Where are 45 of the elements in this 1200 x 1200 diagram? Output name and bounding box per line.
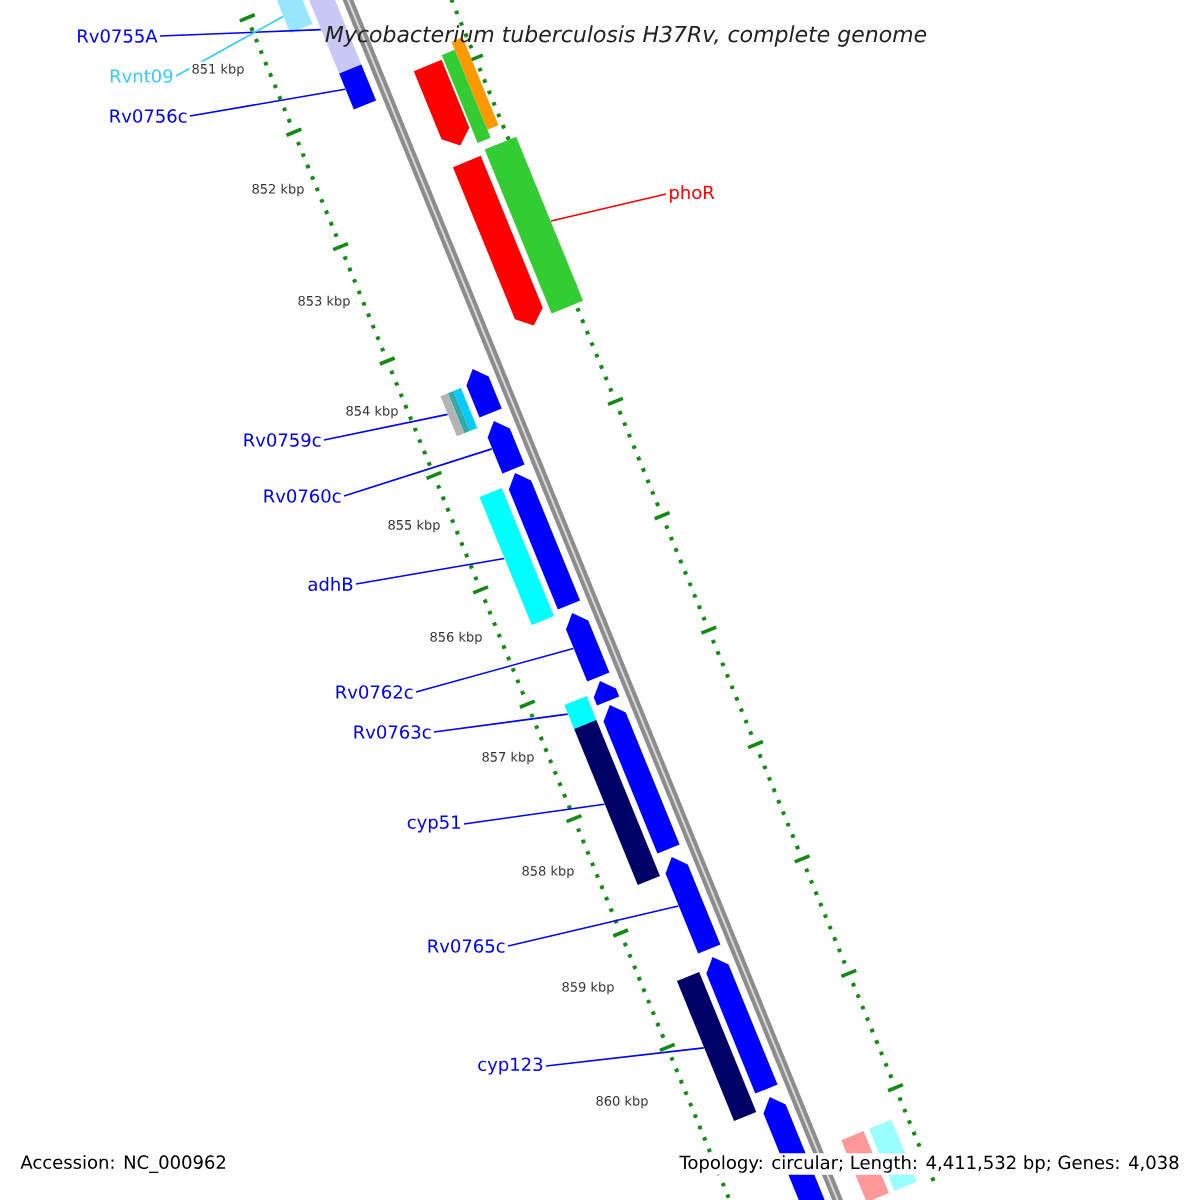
gene-feature (676, 971, 757, 1121)
gene-feature (566, 613, 610, 682)
gene-feature (487, 421, 525, 474)
gene-feature (452, 155, 543, 326)
footer-text: Topology: circular; Length: 4,411,532 bp; Genes: 4,038 (677, 1153, 1182, 1175)
gene-feature (593, 681, 620, 706)
leader-line (175, 15, 284, 77)
leader-line (550, 193, 667, 222)
leader-line (189, 88, 346, 117)
gene-feature (479, 487, 554, 625)
leader-line (545, 1047, 705, 1067)
gene-label: Rv0765c (428, 939, 505, 953)
leader-line (355, 557, 505, 585)
gene-feature (440, 387, 478, 437)
gene-feature (508, 473, 581, 610)
gene-feature (706, 957, 778, 1094)
title: Mycobacterium tuberculosis H37Rv, complete genome (325, 25, 927, 47)
gene-feature (603, 705, 680, 854)
leader-line (343, 448, 493, 497)
leader-line (507, 905, 680, 947)
gene-feature (564, 695, 597, 729)
gene-label: cyp123 (478, 1057, 543, 1075)
gene-feature (665, 857, 721, 954)
gene-label: Rv0755A (78, 29, 158, 43)
gene-feature (339, 64, 377, 110)
gene-label: Rv0762c (336, 685, 413, 699)
gene-feature (466, 369, 502, 418)
footer-text: Accession: NC_000962 (20, 1155, 226, 1173)
gene-label: Rvnt09 (110, 69, 173, 83)
gene-label: phoR (670, 185, 715, 203)
gene-feature (441, 49, 491, 144)
gene-label: adhB (308, 577, 353, 591)
gene-label: Rv0756c (110, 109, 187, 123)
gene-feature (413, 59, 470, 146)
gene-feature (574, 719, 660, 885)
leader-line (415, 647, 575, 693)
gene-feature (484, 136, 584, 314)
gene-label: cyp51 (407, 815, 460, 833)
leader-line (463, 803, 606, 825)
leader-line (433, 713, 569, 733)
gene-feature (275, 0, 313, 33)
leader-line (159, 28, 322, 37)
gene-label: Rv0760c (264, 489, 341, 503)
gene-label: Rv0763c (354, 725, 431, 739)
gene-label: Rv0759c (244, 433, 321, 447)
